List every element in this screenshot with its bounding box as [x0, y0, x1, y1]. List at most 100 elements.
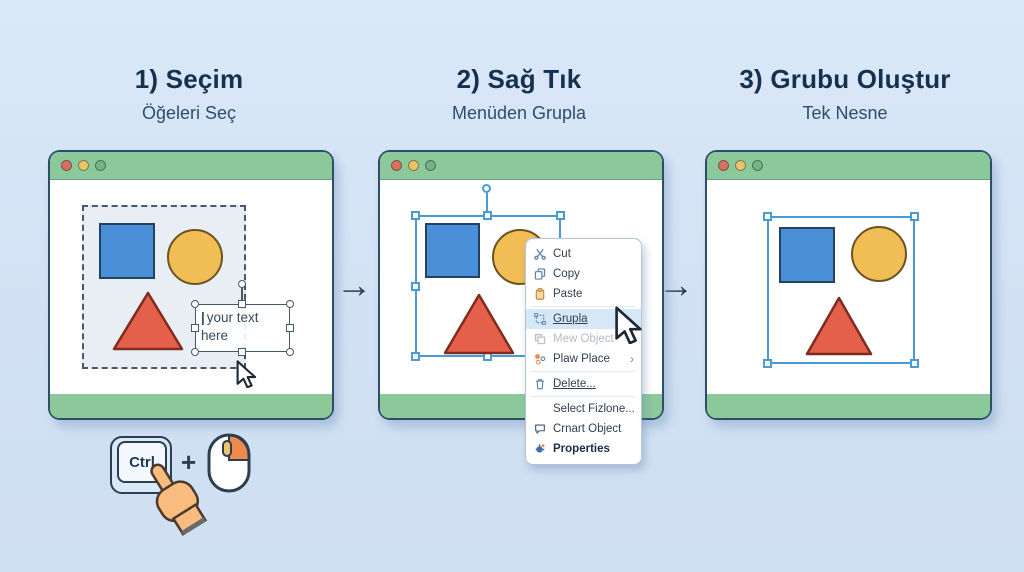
- menu-item-select-fizlone[interactable]: Select Fizlone...: [526, 399, 641, 419]
- step1-header: 1) Seçim Öğeleri Seç: [48, 64, 330, 124]
- menu-item-label: Select Fizlone...: [553, 403, 635, 415]
- handle-top-left[interactable]: [411, 211, 420, 220]
- minimize-icon[interactable]: [735, 160, 746, 171]
- empty-icon-slot: [533, 403, 546, 416]
- handle-top-left[interactable]: [763, 212, 772, 221]
- red-triangle[interactable]: [803, 295, 875, 357]
- menu-item-copy[interactable]: Copy: [526, 264, 641, 284]
- red-triangle[interactable]: [440, 292, 518, 356]
- menu-item-plaw-place[interactable]: Plaw Place ›: [526, 349, 641, 369]
- window-step3: [705, 150, 992, 420]
- menu-item-label: Crnart Object: [553, 423, 622, 435]
- maximize-icon[interactable]: [425, 160, 436, 171]
- menu-item-label: Properties: [553, 443, 610, 455]
- menu-item-label: Paste: [553, 288, 583, 300]
- window2-titlebar: [380, 152, 662, 180]
- handle-top-right[interactable]: [910, 212, 919, 221]
- menu-separator: [532, 396, 635, 397]
- menu-item-cut[interactable]: Cut: [526, 244, 641, 264]
- group-icon: [533, 313, 546, 326]
- menu-item-label: Plaw Place: [553, 353, 610, 365]
- rotation-stem: [486, 193, 488, 215]
- speech-bubble-icon: [533, 423, 546, 436]
- close-icon[interactable]: [718, 160, 729, 171]
- mouse-cursor-icon: [615, 306, 642, 344]
- handle-bottom-left[interactable]: [411, 352, 420, 361]
- handle-top-mid[interactable]: [238, 300, 246, 308]
- text-caret: |: [201, 310, 205, 325]
- clipboard-icon: [533, 288, 546, 301]
- menu-item-label: Mew Object: [553, 333, 614, 345]
- blue-square[interactable]: [779, 227, 835, 283]
- menu-item-label: Grupla: [553, 313, 588, 325]
- blue-square[interactable]: [425, 223, 480, 278]
- step2-header: 2) Sağ Tık Menüden Grupla: [378, 64, 660, 124]
- window3-titlebar: [707, 152, 990, 180]
- minimize-icon[interactable]: [78, 160, 89, 171]
- rotation-handle[interactable]: [482, 184, 491, 193]
- arrow-step2-to-step3: →: [658, 264, 694, 305]
- menu-separator: [532, 306, 635, 307]
- step3-subtitle: Tek Nesne: [802, 103, 888, 123]
- step3-header: 3) Grubu Oluştur Tek Nesne: [695, 64, 995, 124]
- step2-subtitle: Menüden Grupla: [451, 103, 587, 123]
- step2-title: 2) Sağ Tık: [456, 64, 582, 94]
- step1-subtitle: Öğeleri Seç: [141, 103, 237, 123]
- scissors-icon: [533, 248, 546, 261]
- copy-icon: [533, 268, 546, 281]
- close-icon[interactable]: [391, 160, 402, 171]
- window3-footer: [707, 394, 990, 418]
- maximize-icon[interactable]: [95, 160, 106, 171]
- handle-top-mid[interactable]: [483, 211, 492, 220]
- menu-separator: [532, 371, 635, 372]
- blue-square[interactable]: [99, 223, 155, 279]
- handle-mid-left[interactable]: [191, 324, 199, 332]
- menu-item-crnart-object[interactable]: Crnart Object: [526, 419, 641, 439]
- minimize-icon[interactable]: [408, 160, 419, 171]
- maximize-icon[interactable]: [752, 160, 763, 171]
- chevron-right-icon: ›: [630, 352, 634, 366]
- text-box-placeholder: your text here: [201, 310, 259, 343]
- menu-item-properties[interactable]: Properties: [526, 439, 641, 459]
- context-menu: Cut Copy Paste Grupla Mew Object: [525, 238, 642, 465]
- close-icon[interactable]: [61, 160, 72, 171]
- window1-titlebar: [50, 152, 332, 180]
- handle-mid-right[interactable]: [286, 324, 294, 332]
- handle-bottom-left[interactable]: [763, 359, 772, 368]
- layers-icon: [533, 333, 546, 346]
- menu-item-label: Delete...: [553, 378, 596, 390]
- trash-icon: [533, 378, 546, 391]
- handle-top-right[interactable]: [286, 300, 294, 308]
- menu-item-label: Cut: [553, 248, 571, 260]
- arrow-step1-to-step2: →: [336, 264, 372, 305]
- text-box[interactable]: |your text here: [195, 304, 290, 352]
- menu-item-paste[interactable]: Paste: [526, 284, 641, 304]
- red-triangle[interactable]: [110, 290, 186, 352]
- step1-title: 1) Seçim: [134, 64, 244, 94]
- step3-title: 3) Grubu Oluştur: [739, 64, 951, 94]
- handle-bottom-left[interactable]: [191, 348, 199, 356]
- plus-sign: +: [181, 447, 197, 477]
- menu-item-label: Copy: [553, 268, 580, 280]
- right-click-mouse-icon: [207, 433, 251, 493]
- group-bounding-box[interactable]: [767, 216, 915, 364]
- rotation-stem: [241, 288, 243, 303]
- menu-item-mew-object[interactable]: Mew Object: [526, 329, 641, 349]
- yellow-circle[interactable]: [167, 229, 223, 285]
- handle-top-left[interactable]: [191, 300, 199, 308]
- dots-icon: [533, 353, 546, 366]
- rotation-handle[interactable]: [238, 280, 246, 288]
- handle-bottom-right[interactable]: [286, 348, 294, 356]
- yellow-circle[interactable]: [851, 226, 907, 282]
- mouse-cursor-icon: [236, 360, 257, 388]
- handle-top-right[interactable]: [556, 211, 565, 220]
- handle-bottom-right[interactable]: [910, 359, 919, 368]
- window-step1: |your text here: [48, 150, 334, 420]
- handle-mid-left[interactable]: [411, 282, 420, 291]
- handle-bottom-mid[interactable]: [238, 348, 246, 356]
- menu-item-delete[interactable]: Delete...: [526, 374, 641, 394]
- menu-item-grupla[interactable]: Grupla: [526, 309, 641, 329]
- pressing-hand-icon: [150, 463, 208, 536]
- properties-icon: [533, 443, 546, 456]
